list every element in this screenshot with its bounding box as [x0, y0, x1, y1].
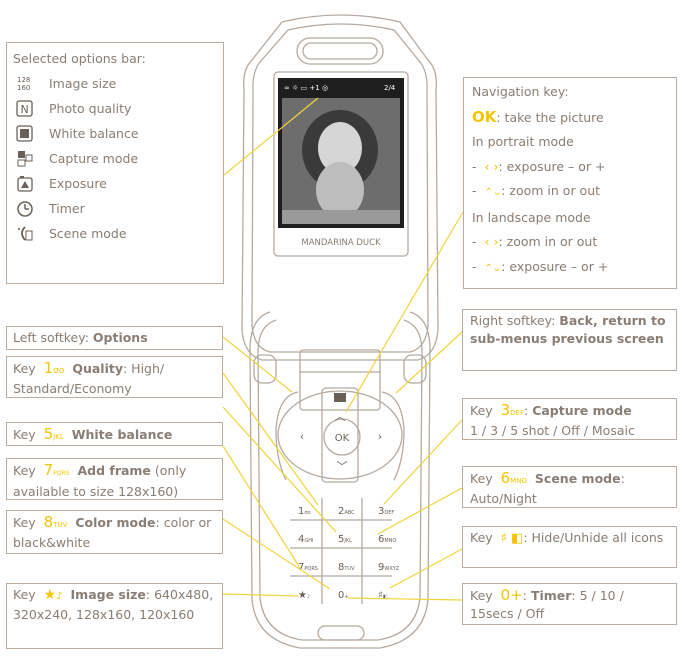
option-exposure: Exposure: [13, 171, 217, 196]
hide-icons-key-icon: ♯ ◧: [500, 531, 524, 546]
phone-key-10: 0+: [338, 590, 349, 601]
phone-status-right: 2/4: [384, 84, 396, 92]
phone-key-11: ♯◧: [378, 590, 388, 601]
capture-mode-icon: [17, 151, 33, 167]
option-photo-quality: N Photo quality: [13, 96, 217, 121]
navigation-key-box: Navigation key: OK: take the picture In …: [463, 77, 677, 289]
nav-left-arrow: ‹: [300, 430, 304, 443]
phone-key-9: ★♪: [298, 590, 310, 601]
nav-right-arrow: ›: [378, 430, 382, 443]
svg-text:N: N: [21, 103, 29, 116]
option-timer: Timer: [13, 196, 217, 221]
up-down-arrows-icon: ⌃⌄: [484, 262, 502, 274]
key1-box: Key 1σο Quality: High/ Standard/Economy: [6, 356, 223, 398]
photo-quality-icon: N: [16, 100, 33, 117]
selected-options-title: Selected options bar:: [13, 51, 146, 66]
phone-key-4: 5JKL: [338, 534, 352, 545]
landscape-ud-row: - ⌃⌄: exposure – or +: [472, 258, 609, 274]
key7-box: Key 7PQRS Add frame (only available to s…: [6, 458, 223, 500]
phone-key-2: 3DEF: [378, 506, 394, 517]
white-balance-icon: [16, 125, 33, 142]
scene-mode-icon: [18, 226, 33, 241]
timer-icon: [17, 201, 33, 217]
phone-brand: MANDARINA DUCK: [301, 238, 381, 248]
key0-box: Key 0+: Timer: 5 / 10 / 15secs / Off: [462, 583, 677, 625]
navigation-ok-row: OK: take the picture: [472, 107, 604, 126]
nav-ok-label: OK: [335, 433, 350, 444]
landscape-title: In landscape mode: [472, 209, 591, 225]
navigation-title: Navigation key:: [472, 84, 569, 99]
left-right-arrows-icon: ‹ ›: [484, 234, 499, 249]
key8-box: Key 8TUV Color mode: color or black&whit…: [6, 510, 223, 554]
key6-box: Key 6MNO Scene mode: Auto/Night: [462, 466, 677, 508]
svg-text:128: 128: [17, 76, 30, 84]
right-softkey-box: Right softkey: Back, return to sub-menus…: [462, 309, 677, 371]
phone-key-1: 2ABC: [338, 506, 355, 517]
portrait-title: In portrait mode: [472, 134, 574, 149]
option-white-balance: White balance: [13, 121, 217, 146]
left-right-arrows-icon: ‹ ›: [484, 158, 499, 174]
phone-key-3: 4GHI: [298, 534, 313, 545]
landscape-lr-row: - ‹ ›: zoom in or out: [472, 234, 598, 249]
exposure-icon: [17, 176, 33, 192]
phone-key-7: 8TUV: [338, 562, 355, 573]
key5-box: Key 5JKL White balance: [6, 422, 223, 446]
svg-text:160: 160: [17, 84, 30, 92]
up-down-arrows-icon: ⌃⌄: [484, 187, 502, 198]
phone-key-5: 6MNO: [378, 534, 396, 545]
nav-down-arrow: ﹀: [337, 460, 348, 473]
phone-status-left: ∞ ☼ ▭ +1 ◎: [284, 84, 328, 92]
camera-key-icon: [334, 393, 346, 402]
left-softkey-box: Left softkey: Options: [6, 326, 223, 350]
option-scene-mode: Scene mode: [13, 221, 217, 246]
phone-key-0: 1σο: [298, 506, 311, 517]
option-capture-mode: Capture mode: [13, 146, 217, 171]
portrait-lr-row: - ‹ ›: exposure – or +: [472, 158, 606, 174]
keyhash-box: Key ♯ ◧: Hide/Unhide all icons: [462, 526, 677, 568]
phone-key-6: 7PQRS: [298, 562, 318, 573]
keystar-box: Key ★♪ Image size: 640x480, 320x240, 128…: [6, 583, 223, 649]
portrait-ud-row: - ⌃⌄: zoom in or out: [472, 183, 601, 198]
nav-up-arrow: ︿: [335, 410, 346, 423]
phone-key-8: 9WXYZ: [378, 562, 400, 573]
